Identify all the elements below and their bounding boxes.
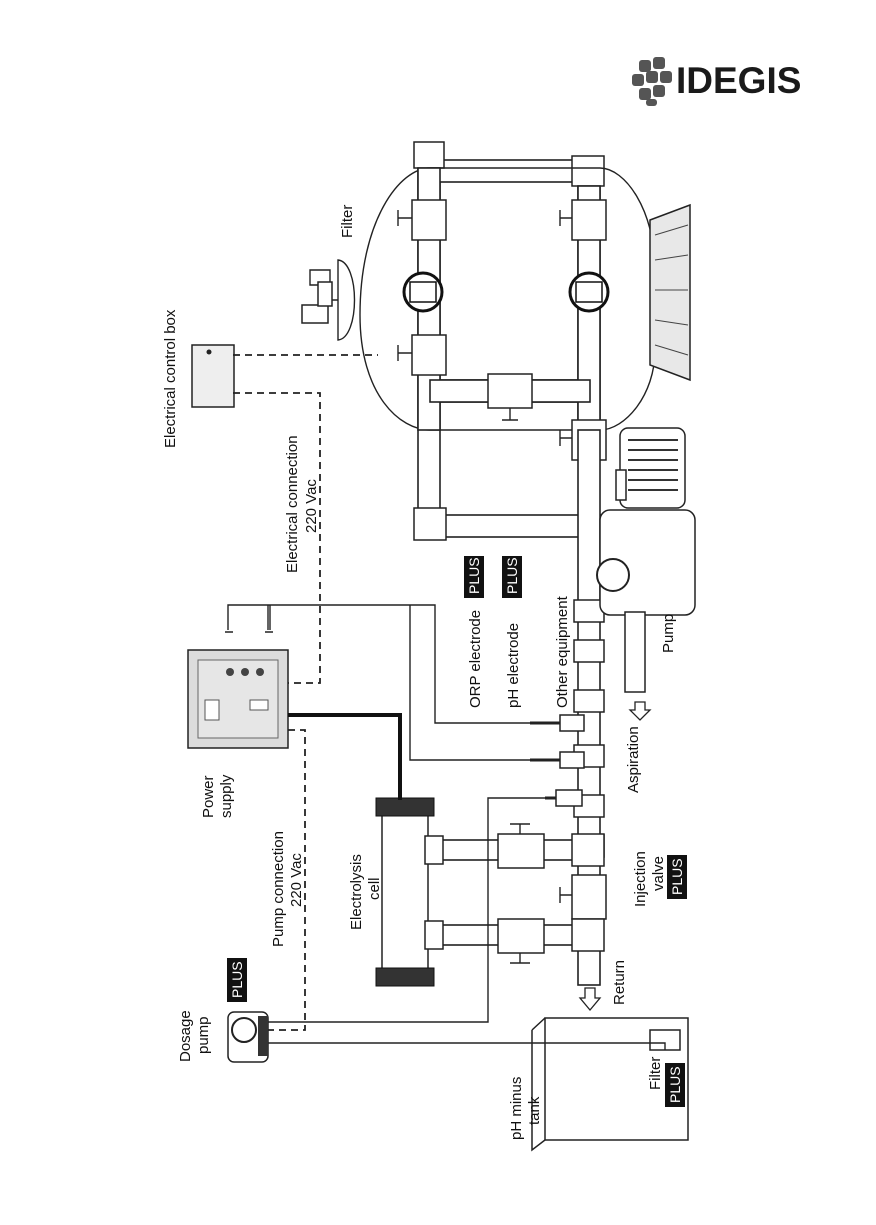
injection-valve-icon bbox=[545, 790, 582, 806]
pump-connection-label: Pump connection bbox=[270, 831, 287, 947]
svg-text:PLUS: PLUS bbox=[669, 858, 685, 895]
logo-mark-icon bbox=[632, 57, 672, 106]
electrical-connection-label: Electrical connection bbox=[284, 435, 301, 573]
svg-text:PLUS: PLUS bbox=[466, 557, 482, 594]
return-label: Return bbox=[611, 960, 628, 1005]
power-supply-icon bbox=[188, 650, 288, 748]
electrical-control-box-label: Electrical control box bbox=[162, 309, 179, 448]
ph-electrode-icon bbox=[530, 752, 584, 768]
dosage-pump-label-2: pump bbox=[195, 1016, 212, 1054]
svg-text:PLUS: PLUS bbox=[504, 557, 520, 594]
idegis-logo: IDEGIS bbox=[632, 57, 801, 106]
other-equipment-label: Other equipment bbox=[554, 595, 571, 708]
pump-label: Pump bbox=[660, 614, 677, 653]
svg-text:PLUS: PLUS bbox=[229, 961, 245, 998]
plus-badge: PLUS bbox=[502, 556, 522, 598]
electrolysis-cell-label-2: cell bbox=[366, 877, 383, 900]
injection-valve-label: Injection bbox=[632, 851, 649, 907]
logo-text: IDEGIS bbox=[676, 60, 801, 101]
pump-connection-voltage: 220 Vac bbox=[288, 853, 305, 907]
dosage-tubes bbox=[268, 798, 665, 1050]
arrow-down-icon bbox=[580, 988, 600, 1010]
plus-badge: PLUS bbox=[464, 556, 484, 598]
ph-minus-tank-label: pH minus bbox=[508, 1077, 525, 1140]
aspiration-label: Aspiration bbox=[625, 726, 642, 793]
pump-icon bbox=[597, 428, 695, 692]
ph-electrode-label: pH electrode bbox=[505, 623, 522, 708]
power-supply-label-2: supply bbox=[218, 774, 235, 818]
dosage-pump-icon bbox=[228, 1012, 268, 1062]
ph-minus-tank-icon bbox=[532, 1018, 688, 1150]
pool-icon bbox=[650, 205, 690, 380]
dosage-pump-label: Dosage bbox=[177, 1010, 194, 1062]
plus-badge: PLUS bbox=[227, 958, 247, 1002]
filter-label: Filter bbox=[339, 205, 356, 238]
plus-badge: PLUS bbox=[667, 855, 687, 899]
main-pipe-line bbox=[440, 430, 606, 985]
ph-minus-tank-label-2: tank bbox=[526, 1096, 543, 1125]
sight-glass-icon bbox=[570, 273, 608, 311]
tank-filter-label: Filter bbox=[647, 1057, 664, 1090]
injection-valve-label-2: valve bbox=[650, 856, 667, 891]
orp-electrode-icon bbox=[530, 715, 584, 731]
plus-badge: PLUS bbox=[665, 1063, 685, 1107]
orp-electrode-label: ORP electrode bbox=[467, 610, 484, 708]
arrow-right-icon bbox=[630, 702, 650, 720]
electrolysis-cell-label: Electrolysis bbox=[348, 854, 365, 930]
svg-text:PLUS: PLUS bbox=[667, 1066, 683, 1103]
air-vent-icon bbox=[302, 260, 355, 340]
power-supply-label: Power bbox=[200, 775, 217, 818]
electrolysis-cell-icon bbox=[376, 798, 443, 986]
electrical-connection-voltage: 220 Vac bbox=[303, 479, 320, 533]
sight-glass-icon bbox=[404, 273, 442, 311]
electrical-control-box-icon bbox=[192, 345, 234, 407]
